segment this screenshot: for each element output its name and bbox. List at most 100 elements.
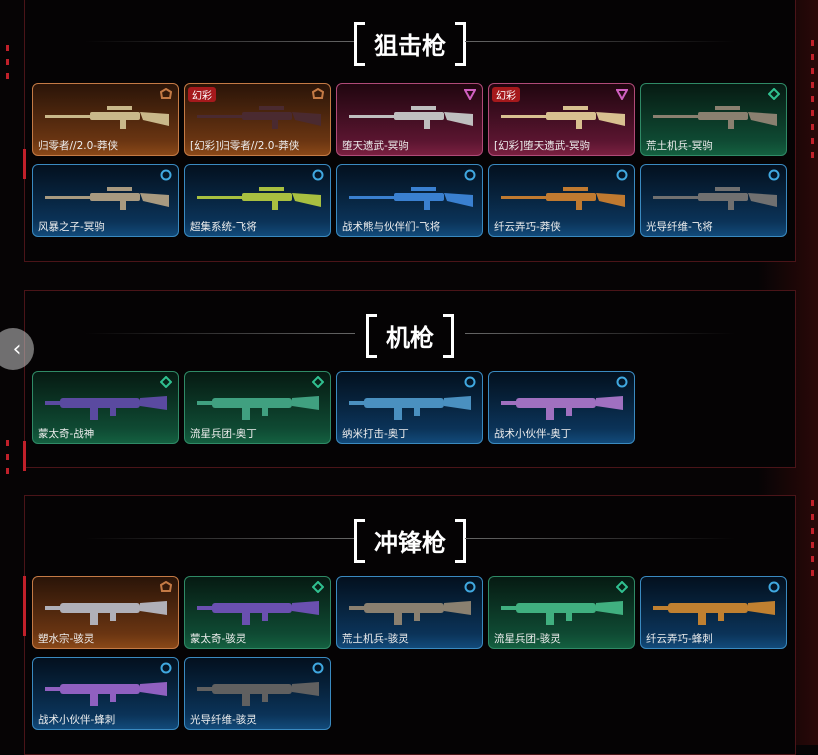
tier-icon bbox=[616, 376, 628, 388]
divider bbox=[85, 333, 355, 334]
skin-name: 荒土机兵-冥驹 bbox=[646, 140, 713, 152]
weapon-image bbox=[501, 106, 625, 129]
weapon-image bbox=[653, 601, 775, 625]
tier-icon bbox=[160, 169, 172, 181]
skin-card[interactable]: 荒土机兵-冥驹 bbox=[640, 83, 787, 156]
skin-name: 纤云弄巧-蜂刺 bbox=[646, 633, 713, 645]
divider bbox=[465, 333, 735, 334]
accent-bar bbox=[23, 441, 26, 471]
skin-name: [幻彩]归零者//2.0-莽侠 bbox=[190, 140, 300, 152]
prismatic-badge: 幻彩 bbox=[492, 87, 520, 102]
weapon-image bbox=[45, 187, 169, 210]
weapon-image bbox=[45, 682, 167, 706]
weapon-image bbox=[197, 106, 321, 129]
tier-icon bbox=[616, 581, 628, 593]
skin-card[interactable]: 光导纤维-飞将 bbox=[640, 164, 787, 237]
skin-name: 流星兵团-骇灵 bbox=[494, 633, 561, 645]
tier-icon bbox=[160, 581, 172, 592]
tier-icon bbox=[312, 376, 324, 388]
decor-dots bbox=[6, 440, 9, 480]
section-title: 狙击枪 bbox=[354, 21, 466, 66]
chevron-left-icon: ‹ bbox=[12, 336, 22, 362]
decor-dots bbox=[811, 500, 814, 580]
tier-icon bbox=[768, 169, 780, 181]
section-smg: 冲锋枪 塑水宗-骇灵 蒙太奇-骇灵 荒土机兵-骇灵 流星兵团-骇灵 纤云弄巧-蜂… bbox=[23, 495, 796, 755]
weapon-image bbox=[653, 187, 777, 210]
skin-grid: 归零者//2.0-莽侠幻彩 [幻彩]归零者//2.0-莽侠 堕天遗武-冥驹幻彩 … bbox=[32, 83, 787, 237]
tier-icon bbox=[160, 88, 172, 99]
section-sniper: 狙击枪 归零者//2.0-莽侠 幻彩 [幻彩]归零者//2.0-莽侠 堕天遗武-冥… bbox=[23, 0, 796, 262]
skin-card[interactable]: 荒土机兵-骇灵 bbox=[336, 576, 483, 649]
skin-card[interactable]: 流星兵团-骇灵 bbox=[488, 576, 635, 649]
weapon-image bbox=[349, 396, 471, 420]
skin-card[interactable]: 蒙太奇-战神 bbox=[32, 371, 179, 444]
skin-name: 光导纤维-骇灵 bbox=[190, 714, 257, 726]
section-header: 机枪 bbox=[25, 313, 795, 358]
weapon-image bbox=[653, 106, 777, 129]
tier-icon bbox=[312, 662, 324, 674]
tier-icon bbox=[464, 89, 476, 100]
weapon-image bbox=[197, 187, 321, 210]
tier-icon bbox=[616, 89, 628, 100]
skin-card[interactable]: 幻彩 [幻彩]堕天遗武-冥驹 bbox=[488, 83, 635, 156]
skin-card[interactable]: 堕天遗武-冥驹 bbox=[336, 83, 483, 156]
decor-dots bbox=[6, 45, 9, 85]
skin-card[interactable]: 光导纤维-骇灵 bbox=[184, 657, 331, 730]
skin-card[interactable]: 超集系统-飞将 bbox=[184, 164, 331, 237]
tier-icon bbox=[160, 662, 172, 674]
tier-icon bbox=[312, 581, 324, 593]
accent-bar bbox=[23, 576, 26, 636]
skin-name: 超集系统-飞将 bbox=[190, 221, 257, 233]
weapon-image bbox=[349, 601, 471, 625]
skin-card[interactable]: 塑水宗-骇灵 bbox=[32, 576, 179, 649]
skin-name: 战术小伙伴-蜂刺 bbox=[38, 714, 116, 726]
decor-dots bbox=[811, 40, 814, 160]
divider bbox=[85, 41, 355, 42]
skin-name: 堕天遗武-冥驹 bbox=[342, 140, 409, 152]
divider bbox=[465, 538, 735, 539]
skin-card[interactable]: 战术熊与伙伴们-飞将 bbox=[336, 164, 483, 237]
skin-card[interactable]: 风暴之子-冥驹 bbox=[32, 164, 179, 237]
skin-card[interactable]: 幻彩 [幻彩]归零者//2.0-莽侠 bbox=[184, 83, 331, 156]
tier-icon bbox=[312, 88, 324, 99]
skin-name: 归零者//2.0-莽侠 bbox=[38, 140, 119, 152]
section-header: 狙击枪 bbox=[25, 21, 795, 66]
skin-name: 荒土机兵-骇灵 bbox=[342, 633, 409, 645]
divider bbox=[465, 41, 735, 42]
tier-icon bbox=[616, 169, 628, 181]
skin-card[interactable]: 流星兵团-奥丁 bbox=[184, 371, 331, 444]
tier-icon bbox=[768, 581, 780, 593]
section-machine-gun: 机枪 蒙太奇-战神 流星兵团-奥丁 纳米打击-奥丁 战术小伙伴-奥丁 bbox=[23, 290, 796, 471]
skin-grid: 蒙太奇-战神 流星兵团-奥丁 纳米打击-奥丁 战术小伙伴-奥丁 bbox=[32, 371, 787, 444]
skin-name: 战术小伙伴-奥丁 bbox=[494, 428, 572, 440]
weapon-image bbox=[349, 187, 473, 210]
prev-arrow-button[interactable]: ‹ bbox=[0, 328, 34, 370]
tier-icon bbox=[464, 169, 476, 181]
weapon-image bbox=[197, 396, 319, 420]
tier-icon bbox=[768, 88, 780, 100]
skin-card[interactable]: 纳米打击-奥丁 bbox=[336, 371, 483, 444]
skin-name: 塑水宗-骇灵 bbox=[38, 633, 95, 645]
skin-card[interactable]: 归零者//2.0-莽侠 bbox=[32, 83, 179, 156]
skin-card[interactable]: 纤云弄巧-莽侠 bbox=[488, 164, 635, 237]
skin-name: 纤云弄巧-莽侠 bbox=[494, 221, 561, 233]
skin-name: 流星兵团-奥丁 bbox=[190, 428, 257, 440]
weapon-image bbox=[501, 187, 625, 210]
section-title: 机枪 bbox=[366, 313, 454, 358]
accent-bar bbox=[23, 149, 26, 179]
weapon-image bbox=[349, 106, 473, 129]
weapon-image bbox=[197, 601, 319, 625]
weapon-image bbox=[45, 106, 169, 129]
skin-card[interactable]: 纤云弄巧-蜂刺 bbox=[640, 576, 787, 649]
prismatic-badge: 幻彩 bbox=[188, 87, 216, 102]
skin-name: 蒙太奇-骇灵 bbox=[190, 633, 247, 645]
skin-name: [幻彩]堕天遗武-冥驹 bbox=[494, 140, 590, 152]
skin-card[interactable]: 战术小伙伴-蜂刺 bbox=[32, 657, 179, 730]
divider bbox=[85, 538, 355, 539]
skin-card[interactable]: 战术小伙伴-奥丁 bbox=[488, 371, 635, 444]
skin-card[interactable]: 蒙太奇-骇灵 bbox=[184, 576, 331, 649]
skin-name: 战术熊与伙伴们-飞将 bbox=[342, 221, 441, 233]
skin-name: 光导纤维-飞将 bbox=[646, 221, 713, 233]
tier-icon bbox=[464, 376, 476, 388]
weapon-image bbox=[197, 682, 319, 706]
